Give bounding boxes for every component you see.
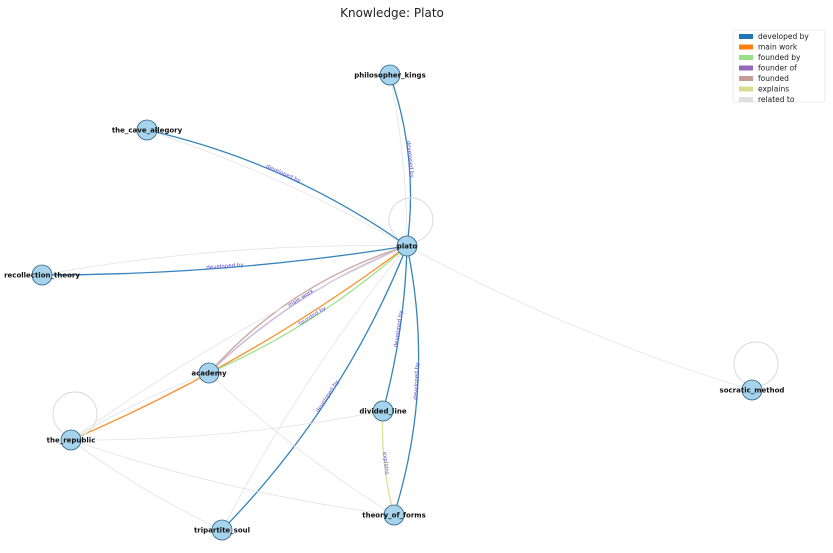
edge-related-to xyxy=(208,372,395,516)
edge-developed-by xyxy=(41,245,408,276)
edge-label: explains xyxy=(381,452,389,475)
edge-related-to xyxy=(70,439,223,531)
edge-main-work xyxy=(70,245,408,441)
node-circle xyxy=(136,119,158,141)
node-circle xyxy=(383,504,405,526)
node-recollection-theory: recollection_theory xyxy=(4,264,80,286)
node-socratic-method: socratic_method xyxy=(720,379,785,401)
node-divided-line: divided_line xyxy=(359,400,407,422)
node-academy: academy xyxy=(191,362,227,384)
node-label: plato xyxy=(397,243,417,251)
edge-label: developed by xyxy=(413,362,421,400)
node-circle xyxy=(31,264,53,286)
node-circle xyxy=(198,362,220,384)
node-circle xyxy=(741,379,763,401)
node-label: the_cave_allegory xyxy=(112,127,183,135)
edge-related-to xyxy=(221,245,408,531)
legend-label: founded xyxy=(758,74,789,83)
node-label: socratic_method xyxy=(720,387,785,395)
edge-related-to xyxy=(389,74,408,247)
edge-developed-by xyxy=(221,245,408,531)
edge-related-to xyxy=(208,245,408,374)
edge-label: main work xyxy=(287,288,315,309)
node-philosopher-kings: philosopher_kings xyxy=(354,64,426,86)
node-label: philosopher_kings xyxy=(354,72,426,80)
edge-related-to xyxy=(41,245,408,276)
edge-label: founded by xyxy=(298,305,328,327)
edge-label: developed by xyxy=(393,309,404,347)
legend-label: main work xyxy=(758,43,798,52)
edge-related-to xyxy=(406,245,753,391)
node-label: the_republic xyxy=(47,437,96,445)
node-circle xyxy=(60,429,82,451)
legend-label: explains xyxy=(758,85,789,94)
edge-founded xyxy=(208,245,408,374)
legend-swatch xyxy=(739,55,753,60)
edge-label: developed by xyxy=(405,141,415,179)
legend-swatch xyxy=(739,65,753,71)
edge-developed-by xyxy=(389,74,412,247)
nodes-layer: plato philosopher_kings the_cave_allegoryr… xyxy=(4,64,785,541)
edge-related-to xyxy=(70,410,384,441)
edge-developed-by xyxy=(146,129,408,247)
edge-founded-by xyxy=(208,245,408,374)
legend-label: founded by xyxy=(758,53,801,62)
legend-box xyxy=(732,29,826,103)
edge-developed-by xyxy=(382,245,408,412)
node-tripartite-soul: tripartite_soul xyxy=(194,519,250,541)
node-circle xyxy=(396,235,418,257)
node-label: divided_line xyxy=(359,408,406,416)
node-the-cave-allegory: the_cave_allegory xyxy=(112,119,183,141)
node-label: recollection_theory xyxy=(4,272,80,280)
node-circle xyxy=(379,64,401,86)
node-label: theory_of_forms xyxy=(362,512,426,520)
legend-label: related to xyxy=(758,95,795,104)
legend-label: developed by xyxy=(758,32,809,41)
node-plato: plato xyxy=(396,235,418,257)
node-theory-of-forms: theory_of_forms xyxy=(362,504,426,526)
edge-label: developed by xyxy=(315,379,341,414)
legend-swatch xyxy=(739,76,753,81)
edge-related-to xyxy=(70,372,210,441)
edge-related-to xyxy=(70,245,408,441)
self-loop xyxy=(733,341,779,387)
self-loop xyxy=(52,391,98,437)
node-label: academy xyxy=(191,370,227,378)
edge-label: developed by xyxy=(265,164,302,185)
legend-label: founder of xyxy=(758,64,797,73)
legend-swatch xyxy=(739,86,753,92)
edge-related-to xyxy=(70,439,395,516)
node-the-republic: the_republic xyxy=(47,429,96,451)
edge-related-to xyxy=(146,129,408,247)
graph-title: Knowledge: Plato xyxy=(340,6,444,20)
edges-layer xyxy=(41,74,753,531)
edge-label: developed by xyxy=(206,262,244,271)
legend-swatch xyxy=(739,97,753,102)
node-circle xyxy=(211,519,233,541)
node-label: tripartite_soul xyxy=(194,527,250,535)
legend-swatch xyxy=(739,44,753,50)
legend-swatch xyxy=(739,34,753,39)
edge-labels-layer: developed by developed by developed by deve… xyxy=(206,141,421,476)
node-circle xyxy=(372,400,394,422)
edge-explains xyxy=(381,410,395,516)
edge-developed-by xyxy=(393,245,420,516)
